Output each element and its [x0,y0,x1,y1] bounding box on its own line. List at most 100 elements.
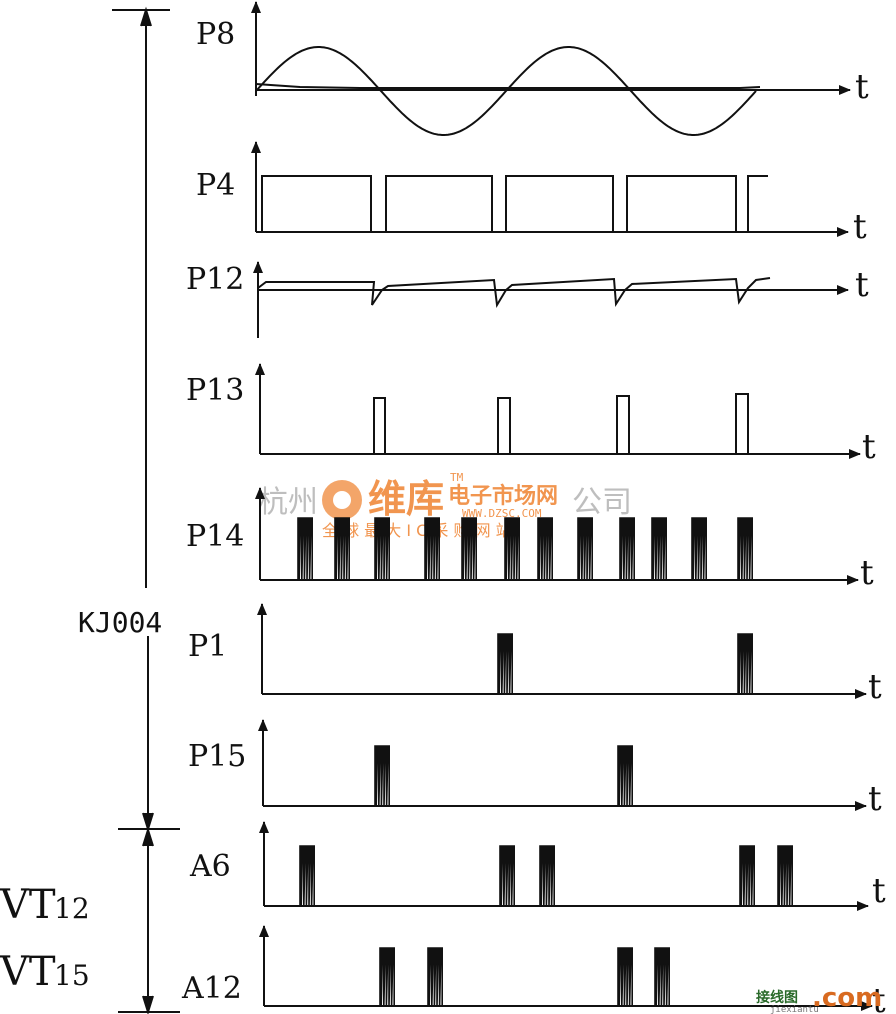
a6-burst-path [499,845,515,907]
p14-burst-path [691,517,707,581]
p14-burst-path [737,517,753,581]
a12-burst-path [654,947,670,1007]
p14-burst [374,517,390,581]
t-label-p15: t [868,779,882,819]
p13-pulse [497,397,511,454]
p1-burst-path [497,633,513,695]
label-a6: A6 [189,849,231,884]
label-a12: A12 [181,971,242,1006]
p1-burst [497,633,513,695]
a6-burst [299,845,315,907]
burst-pulses [297,517,793,1007]
watermark-logo-inner-icon [333,491,351,509]
p15-burst-path [374,745,390,807]
vt12-label: VT 12 [0,882,90,928]
p14-burst [691,517,707,581]
a12-burst-path [617,947,633,1007]
p8-reference-line [255,83,761,89]
a6-burst-path [739,845,755,907]
t-label-p12: t [855,265,869,305]
a12-burst [617,947,633,1007]
a6-burst-path [299,845,315,907]
watermark-company-left: 杭州 [258,485,318,520]
vt12-sub: 12 [54,892,90,925]
p15-burst [617,745,633,807]
p13-pulses [373,393,749,454]
watermark: 杭州 维库 电子市场网 TM WWW.DZSC.COM 公司 全 球 最 大 I… [258,471,632,540]
p14-burst-path [297,517,313,581]
p14-burst-path [651,517,667,581]
watermark-slogan: 全 球 最 大 I C 采 购 网 站 [322,521,512,540]
watermark-url: WWW.DZSC.COM [462,507,542,520]
p14-burst [297,517,313,581]
t-label-p13: t [862,427,876,467]
p14-burst-path [537,517,553,581]
p14-burst [424,517,440,581]
label-p4: P4 [196,168,235,203]
p4-square-wave [261,175,768,233]
a6-burst [739,845,755,907]
a6-burst [777,845,793,907]
p14-burst-path [374,517,390,581]
p1-burst-path [737,633,753,695]
watermark-tm: TM [450,471,464,484]
p1-burst [737,633,753,695]
p8-sine-wave [255,46,757,136]
p14-burst-path [577,517,593,581]
a6-burst-path [777,845,793,907]
p13-pulse [735,393,749,454]
label-p12: P12 [186,262,244,297]
p14-burst [504,517,520,581]
p14-burst [461,517,477,581]
vt15-main: VT [0,949,56,995]
label-p15: P15 [188,739,246,774]
a12-burst-path [427,947,443,1007]
axes [251,1,873,1011]
a12-burst [427,947,443,1007]
p14-burst-path [504,517,520,581]
p13-pulse [616,395,630,454]
kj004-bracket [112,6,180,1014]
p14-burst [334,517,350,581]
t-label-p1: t [868,667,882,707]
corner-watermark-com: .com [812,983,882,1013]
a6-burst-path [539,845,555,907]
watermark-brand-cn: 电子市场网 [448,483,558,509]
t-label-p4: t [853,207,867,247]
t-label-a6: t [872,871,886,911]
watermark-brand: 维库 [368,477,444,521]
p14-burst-path [619,517,635,581]
p14-burst [577,517,593,581]
vt15-sub: 15 [54,959,90,992]
corner-watermark-sub: jiexiantu [770,1005,819,1014]
label-p14: P14 [186,519,244,554]
p13-pulse [373,397,386,454]
kj004-label: KJ004 [78,606,162,639]
label-p13: P13 [186,373,244,408]
a12-burst [379,947,395,1007]
p14-burst [537,517,553,581]
p14-burst [651,517,667,581]
watermark-company-right: 公司 [572,485,632,520]
p14-burst-path [461,517,477,581]
p14-burst-path [424,517,440,581]
p14-burst [619,517,635,581]
vt15-label: VT 15 [0,949,90,995]
a12-burst [654,947,670,1007]
a12-burst-path [379,947,395,1007]
p15-burst [374,745,390,807]
corner-watermark-cn: 接线图 [756,989,798,1006]
label-p8: P8 [196,17,235,52]
label-p1: P1 [188,629,227,664]
p14-burst [737,517,753,581]
t-label-p14: t [860,553,874,593]
t-label-a12: t [872,981,886,1014]
vt12-main: VT [0,882,56,928]
p14-burst-path [334,517,350,581]
t-label-p8: t [855,67,869,107]
a6-burst [499,845,515,907]
p15-burst-path [617,745,633,807]
a6-burst [539,845,555,907]
p12-ramp-wave [257,277,771,309]
